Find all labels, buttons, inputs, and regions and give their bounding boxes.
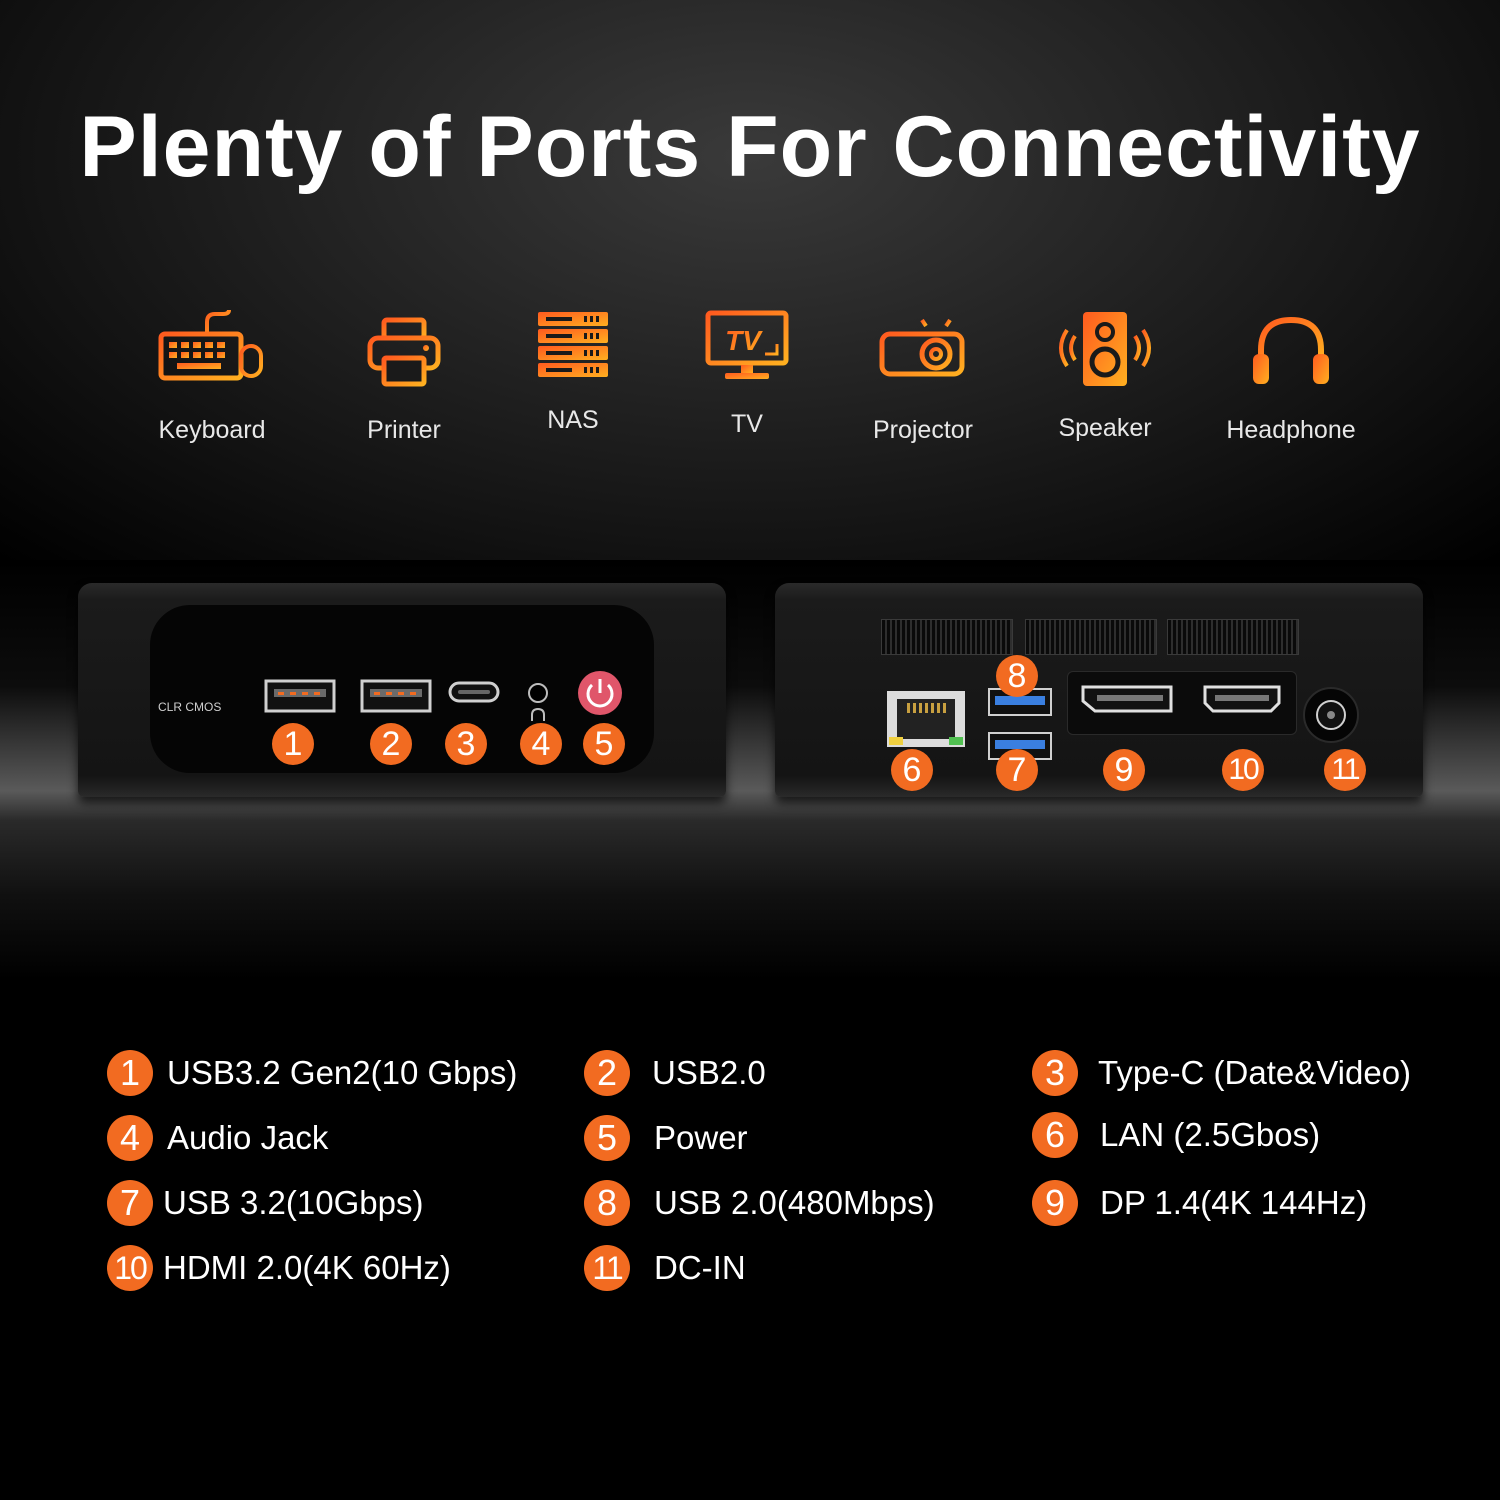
device-label: Headphone [1226, 416, 1356, 444]
keyboard-icon [158, 310, 263, 381]
tv-icon: TV [705, 310, 789, 379]
mini-pc-back: 6 7 8 9 10 11 [775, 583, 1423, 797]
spec-item: 9 DP 1.4(4K 144Hz) [1032, 1180, 1367, 1226]
spec-text: LAN (2.5Gbos) [1100, 1116, 1321, 1153]
device-tv: TV TV [672, 310, 822, 439]
vent-grille [1025, 619, 1157, 655]
usb-a-port-1[interactable] [264, 679, 336, 713]
spec-item: 11 DC-IN [584, 1245, 746, 1291]
spec-text: USB 3.2(10Gbps) [163, 1184, 424, 1221]
clr-cmos-label: CLR CMOS [158, 700, 222, 714]
headphone-icon [1253, 316, 1329, 384]
device-label: Keyboard [158, 416, 266, 444]
spec-item: 6 LAN (2.5Gbos) [1032, 1112, 1320, 1158]
spec-item: 7 USB 3.2(10Gbps) [107, 1180, 423, 1226]
projector-icon [879, 314, 965, 382]
audio-jack[interactable] [526, 681, 550, 725]
spec-text: USB2.0 [652, 1054, 766, 1091]
device-speaker: Speaker [1030, 310, 1180, 443]
device-label: NAS [547, 406, 599, 434]
device-projector: Projector [848, 310, 998, 445]
nas-icon [538, 312, 608, 377]
spec-item: 2 USB2.0 [584, 1050, 766, 1096]
spec-item: 3 Type-C (Date&Video) [1032, 1050, 1411, 1096]
port-badge-4: 4 [520, 723, 562, 765]
vent-grille [881, 619, 1013, 655]
device-keyboard: Keyboard [137, 310, 287, 445]
device-headphone: Headphone [1216, 310, 1366, 445]
port-badge-10: 10 [1222, 749, 1264, 791]
device-label: TV [731, 410, 763, 438]
port-badge-1: 1 [272, 723, 314, 765]
spec-item: 10 HDMI 2.0(4K 60Hz) [107, 1245, 451, 1291]
spec-item: 5 Power [584, 1115, 748, 1161]
port-badge-5: 5 [583, 723, 625, 765]
spec-text: USB 2.0(480Mbps) [654, 1184, 935, 1221]
spec-item: 4 Audio Jack [107, 1115, 328, 1161]
spec-text: Type-C (Date&Video) [1098, 1054, 1412, 1091]
port-badge-6: 6 [891, 749, 933, 791]
spec-number: 1 [107, 1050, 153, 1096]
spec-number: 3 [1032, 1050, 1078, 1096]
spec-number: 10 [107, 1245, 153, 1291]
vent-grille [1167, 619, 1299, 655]
dc-in-port[interactable] [1301, 685, 1361, 745]
printer-icon [367, 317, 441, 387]
background-gradient [0, 0, 1500, 560]
spec-text: DP 1.4(4K 144Hz) [1100, 1184, 1368, 1221]
spec-number: 6 [1032, 1112, 1078, 1158]
hdmi-port[interactable] [1201, 683, 1283, 715]
usb-c-port[interactable] [448, 681, 500, 703]
svg-text:TV: TV [725, 325, 763, 356]
spec-text: Power [654, 1119, 748, 1156]
spec-number: 8 [584, 1180, 630, 1226]
usb-a-port-2[interactable] [360, 679, 432, 713]
spec-number: 4 [107, 1115, 153, 1161]
spec-number: 9 [1032, 1180, 1078, 1226]
device-label: Speaker [1058, 414, 1152, 442]
displayport[interactable] [1079, 683, 1175, 715]
spec-text: DC-IN [654, 1249, 746, 1286]
spec-number: 11 [584, 1245, 630, 1291]
speaker-icon [1059, 312, 1151, 386]
power-button[interactable] [576, 669, 624, 717]
port-badge-9: 9 [1103, 749, 1145, 791]
spec-number: 2 [584, 1050, 630, 1096]
port-badge-2: 2 [370, 723, 412, 765]
page-title: Plenty of Ports For Connectivity [79, 99, 1421, 195]
spec-item: 1 USB3.2 Gen2(10 Gbps) [107, 1050, 517, 1096]
device-label: Printer [367, 416, 441, 444]
spec-text: Audio Jack [167, 1119, 329, 1156]
device-label: Projector [872, 416, 974, 444]
spec-item: 8 USB 2.0(480Mbps) [584, 1180, 935, 1226]
spec-number: 7 [107, 1180, 153, 1226]
device-nas: NAS [498, 310, 648, 435]
port-badge-7: 7 [996, 749, 1038, 791]
lan-port[interactable] [885, 689, 967, 749]
port-badge-11: 11 [1324, 749, 1366, 791]
port-badge-3: 3 [445, 723, 487, 765]
mini-pc-front: CLR CMOS 1 2 3 4 5 [78, 583, 726, 797]
spec-text: USB3.2 Gen2(10 Gbps) [167, 1054, 518, 1091]
spec-text: HDMI 2.0(4K 60Hz) [163, 1249, 451, 1286]
device-printer: Printer [329, 310, 479, 445]
port-badge-8: 8 [996, 655, 1038, 697]
spec-number: 5 [584, 1115, 630, 1161]
